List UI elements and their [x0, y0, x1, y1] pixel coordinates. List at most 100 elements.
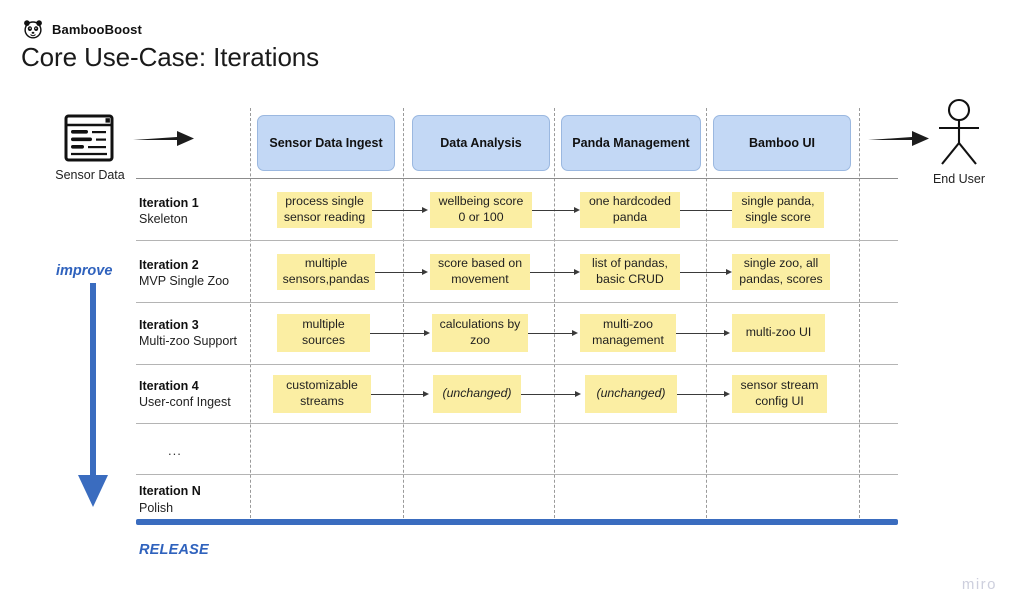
- column-header-label: Data Analysis: [440, 135, 522, 150]
- row-title: Iteration N: [139, 484, 201, 498]
- connector: [532, 210, 578, 211]
- row-title: Iteration 1: [139, 196, 199, 210]
- cell-label: multi-zoo UI: [745, 325, 812, 340]
- connector-arrowhead-icon: [422, 206, 428, 213]
- row-subtitle: User-conf Ingest: [139, 395, 231, 409]
- source-label: Sensor Data: [55, 168, 125, 182]
- row-title: Iteration 4: [139, 379, 199, 393]
- row-divider-2: [136, 302, 898, 303]
- connector-arrowhead-icon: [575, 390, 581, 397]
- cell-label: one hardcoded panda: [588, 194, 672, 224]
- connector: [676, 333, 728, 334]
- row-subtitle: MVP Single Zoo: [139, 274, 230, 288]
- cell-label: sensor stream config UI: [740, 378, 819, 408]
- cell-card[interactable]: multiple sources: [277, 314, 370, 352]
- row-divider-1: [136, 240, 898, 241]
- stick-figure-icon: [939, 98, 979, 165]
- cell-card[interactable]: (unchanged): [433, 375, 521, 413]
- connector: [677, 394, 727, 395]
- row-divider-top: [136, 178, 898, 179]
- cell-label: multi-zoo management: [592, 317, 664, 347]
- cell-card[interactable]: wellbeing score 0 or 100: [430, 192, 532, 228]
- row-subtitle: Polish: [139, 501, 174, 515]
- miro-watermark: miro: [961, 576, 997, 593]
- cell-label: calculations by zoo: [439, 317, 521, 347]
- cell-label: multiple sensors,pandas: [282, 256, 370, 286]
- column-header-panda-management[interactable]: Panda Management: [561, 115, 701, 171]
- cell-card[interactable]: list of pandas, basic CRUD: [580, 254, 680, 290]
- column-header-label: Panda Management: [572, 135, 690, 150]
- column-header-label: Sensor Data Ingest: [269, 135, 383, 150]
- connector-arrowhead-icon: [726, 268, 732, 275]
- connector: [680, 210, 732, 211]
- cell-card[interactable]: sensor stream config UI: [732, 375, 827, 413]
- row-title: Iteration 3: [139, 318, 199, 332]
- connector-arrowhead-icon: [424, 329, 430, 336]
- source-to-grid-arrow-icon: [133, 131, 194, 146]
- row-divider-5: [136, 474, 898, 475]
- row-subtitle: Multi-zoo Support: [139, 334, 237, 348]
- connector-arrowhead-icon: [423, 390, 429, 397]
- improve-arrow-icon: [78, 283, 108, 507]
- cell-label: process single sensor reading: [283, 194, 366, 224]
- page-title: Core Use-Case: Iterations: [21, 42, 320, 72]
- cell-label: wellbeing score 0 or 100: [438, 194, 524, 224]
- lane-divider-1: [250, 108, 251, 523]
- grid-to-actor-arrow-icon: [868, 131, 929, 146]
- cell-card[interactable]: multi-zoo UI: [732, 314, 825, 352]
- cell-label: list of pandas, basic CRUD: [592, 256, 668, 286]
- release-label: RELEASE: [139, 542, 209, 558]
- connector: [530, 272, 578, 273]
- connector-arrowhead-icon: [724, 329, 730, 336]
- lane-divider-5: [859, 108, 860, 523]
- cell-card[interactable]: calculations by zoo: [432, 314, 528, 352]
- connector: [528, 333, 576, 334]
- cell-label: single panda, single score: [741, 194, 815, 224]
- cell-card[interactable]: multi-zoo management: [580, 314, 676, 352]
- cell-label: (unchanged): [596, 386, 666, 401]
- release-bar: [136, 519, 898, 525]
- column-header-bamboo-ui[interactable]: Bamboo UI: [713, 115, 851, 171]
- connector-arrowhead-icon: [724, 390, 730, 397]
- cell-label: score based on movement: [437, 256, 523, 286]
- column-header-data-analysis[interactable]: Data Analysis: [412, 115, 550, 171]
- connector: [371, 394, 425, 395]
- connector-arrowhead-icon: [574, 206, 580, 213]
- sensor-data-document-icon: [64, 114, 114, 162]
- cell-card[interactable]: process single sensor reading: [277, 192, 372, 228]
- cell-card[interactable]: one hardcoded panda: [580, 192, 680, 228]
- connector: [375, 272, 424, 273]
- cell-label: (unchanged): [442, 386, 512, 401]
- brand: BambooBoost: [22, 18, 142, 40]
- connector-arrowhead-icon: [574, 268, 580, 275]
- connector: [370, 333, 426, 334]
- row-title-ellipsis: ...: [168, 443, 182, 458]
- column-header-sensor-data-ingest[interactable]: Sensor Data Ingest: [257, 115, 395, 171]
- row-divider-3: [136, 364, 898, 365]
- connector: [680, 272, 730, 273]
- cell-card[interactable]: customizable streams: [273, 375, 371, 413]
- connector: [521, 394, 577, 395]
- cell-label: customizable streams: [286, 378, 358, 408]
- lane-divider-2: [403, 108, 404, 523]
- column-header-label: Bamboo UI: [749, 135, 815, 150]
- lane-divider-3: [554, 108, 555, 523]
- connector-arrowhead-icon: [422, 268, 428, 275]
- cell-card[interactable]: score based on movement: [430, 254, 530, 290]
- cell-card[interactable]: single panda, single score: [732, 192, 824, 228]
- cell-label: single zoo, all pandas, scores: [739, 256, 823, 286]
- connector-arrowhead-icon: [572, 329, 578, 336]
- lane-divider-4: [706, 108, 707, 523]
- row-title: Iteration 2: [139, 258, 199, 272]
- cell-card[interactable]: single zoo, all pandas, scores: [732, 254, 830, 290]
- row-subtitle: Skeleton: [139, 212, 188, 226]
- row-divider-4: [136, 423, 898, 424]
- cell-card[interactable]: (unchanged): [585, 375, 677, 413]
- cell-card[interactable]: multiple sensors,pandas: [277, 254, 375, 290]
- actor-label: End User: [932, 172, 986, 186]
- brand-name: BambooBoost: [52, 21, 142, 37]
- panda-icon: [24, 20, 42, 39]
- improve-label: improve: [56, 263, 113, 279]
- cell-label: multiple sources: [301, 317, 346, 347]
